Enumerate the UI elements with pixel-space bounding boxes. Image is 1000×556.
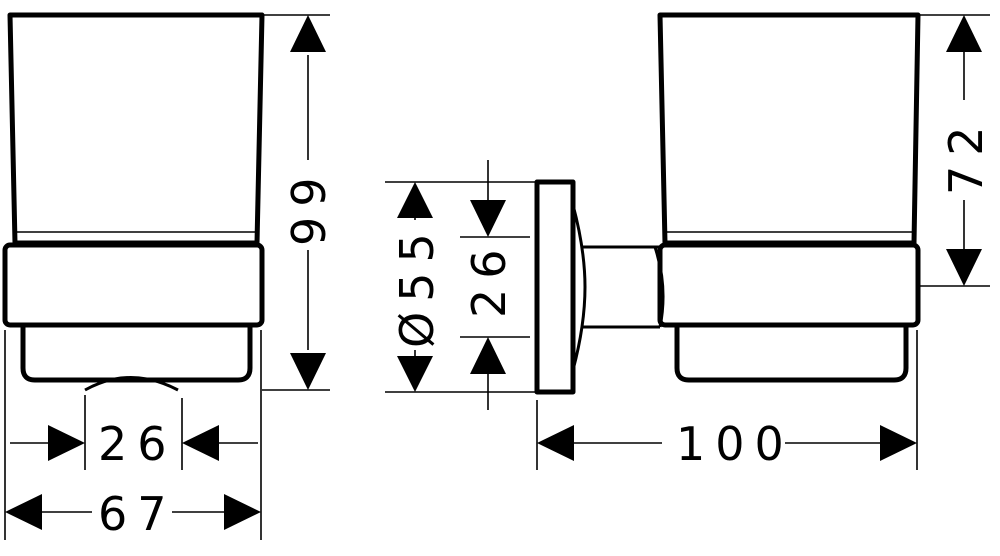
dim-72-arrow-top xyxy=(946,15,982,52)
front-holder-ring xyxy=(2,242,265,328)
dim-55-label: Ø55 xyxy=(390,223,444,348)
dim-67-arrow-right xyxy=(224,494,261,530)
dim-67-label: 67 xyxy=(98,487,177,541)
dim-26b-arrow-left xyxy=(48,425,85,461)
dim-67-arrow-left xyxy=(5,494,42,530)
dim-100-arrow-right xyxy=(880,425,917,461)
dim-99-arrow-top xyxy=(290,15,326,52)
dim-26a-label: 26 xyxy=(462,239,516,318)
dim-55-gap xyxy=(393,220,437,350)
front-glass-bottom xyxy=(20,324,253,383)
dim-26b-label: 26 xyxy=(98,417,177,471)
front-view: 99 26 67 xyxy=(2,12,336,541)
dim-55-arrow-bottom xyxy=(397,356,433,392)
dim-26a-arrow-bottom xyxy=(470,337,506,374)
dim-26a-arrow-top xyxy=(470,200,506,237)
dim-99-gap xyxy=(285,160,331,250)
dim-99-arrow-bottom xyxy=(290,353,326,390)
dim-100-arrow-left xyxy=(537,425,574,461)
side-rosette-curve xyxy=(571,204,587,371)
side-glass-bottom xyxy=(674,324,909,383)
side-holder-ring xyxy=(657,242,921,328)
dim-72-label: 72 xyxy=(939,116,993,195)
side-view: 72 Ø55 26 100 xyxy=(385,12,993,471)
front-foot-arc xyxy=(84,376,179,392)
side-glass-outline xyxy=(657,12,921,246)
dim-100-label: 100 xyxy=(676,417,794,471)
front-glass-outline xyxy=(7,12,265,246)
dim-72-arrow-bottom xyxy=(946,249,982,286)
side-rosette-outline xyxy=(534,179,576,395)
dim-72-gap xyxy=(940,100,988,200)
dim-55-arrow-top xyxy=(397,182,433,218)
dim-26b-arrow-right xyxy=(182,425,219,461)
dim-99-label: 99 xyxy=(282,167,336,246)
side-arm xyxy=(583,245,660,329)
